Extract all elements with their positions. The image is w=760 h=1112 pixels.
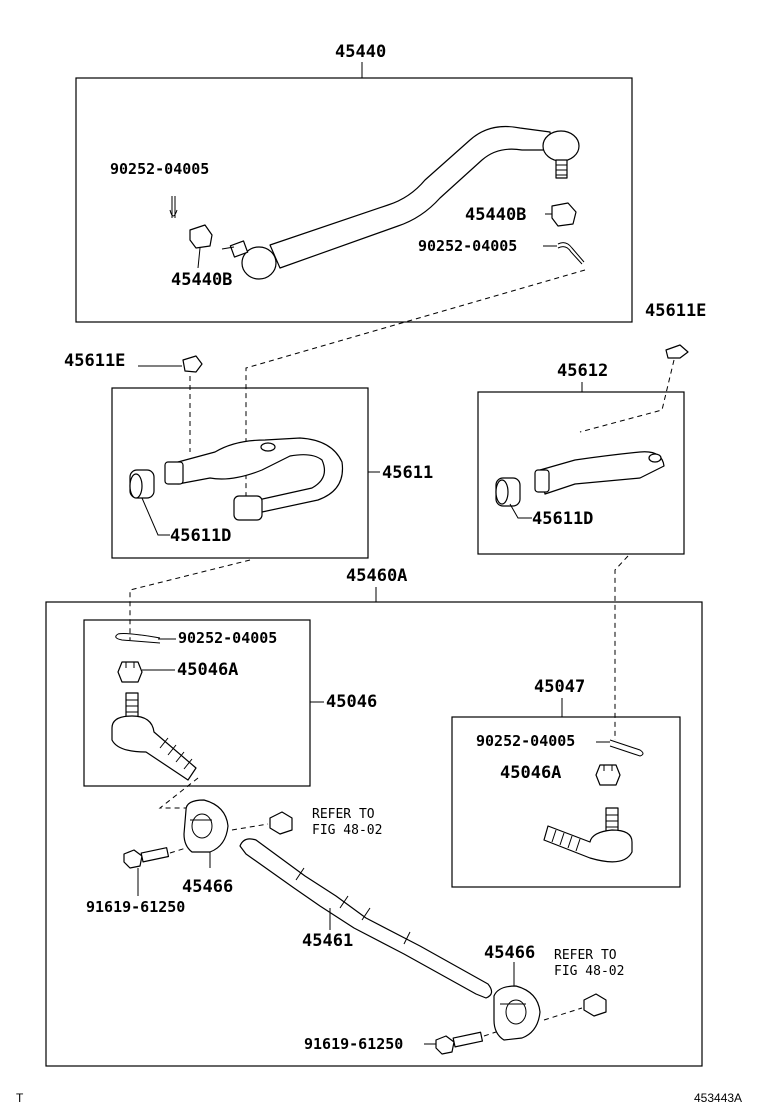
refer-left-line2: FIG 48-02 bbox=[312, 823, 382, 838]
tie-rod-end-left-box bbox=[83, 619, 311, 787]
tie-rod-end-right bbox=[543, 807, 633, 863]
castle-nut-icon bbox=[595, 764, 621, 786]
nut-icon bbox=[182, 355, 203, 373]
refer-right-line2: FIG 48-02 bbox=[554, 964, 624, 979]
arm-boot-left-label: 45611D bbox=[170, 526, 231, 546]
nut-icon bbox=[545, 202, 577, 227]
drag-link-left-ball-joint bbox=[241, 246, 277, 280]
arm-nut-right-label: 45611E bbox=[645, 301, 706, 321]
knuckle-arm-right-box bbox=[477, 391, 685, 555]
tie-rod-end-right-label: 45047 bbox=[534, 677, 585, 697]
arm-boot-right-label: 45611D bbox=[532, 509, 593, 529]
castle-nut-right-label: 45046A bbox=[500, 763, 561, 783]
knuckle-arm-right-body bbox=[539, 451, 665, 495]
knuckle-arm-left-group: 45611E 45611 45611D bbox=[64, 351, 433, 559]
cotter-pin-b-label: 90252-04005 bbox=[418, 237, 517, 255]
boot-icon bbox=[495, 477, 521, 507]
castle-nut-left-label: 45046A bbox=[177, 660, 238, 680]
tie-rod-tube-label: 45461 bbox=[302, 931, 353, 951]
nut-icon bbox=[665, 344, 689, 359]
tie-rod-assy-label: 45460A bbox=[346, 566, 407, 586]
cotter-pin-icon bbox=[169, 196, 178, 218]
nut-icon bbox=[583, 993, 607, 1017]
bolt-icon bbox=[123, 847, 187, 869]
cotter-pin-a-label: 90252-04005 bbox=[110, 160, 209, 178]
drag-link-box bbox=[75, 77, 633, 323]
refer-left-line1: REFER TO bbox=[312, 807, 375, 822]
drag-link-label: 45440 bbox=[335, 42, 386, 62]
nut-icon bbox=[269, 811, 293, 835]
bolt-left-label: 91619-61250 bbox=[86, 898, 185, 916]
knuckle-arm-left-box bbox=[111, 387, 369, 559]
nut-left-label: 45440B bbox=[171, 270, 232, 290]
tie-rod-end-left bbox=[111, 692, 197, 781]
refer-right-line1: REFER TO bbox=[554, 948, 617, 963]
figure-id: 453443A bbox=[694, 1091, 742, 1105]
bolt-right-label: 91619-61250 bbox=[304, 1035, 403, 1053]
clamp-left bbox=[183, 799, 229, 853]
tie-rod-end-left-label: 45046 bbox=[326, 692, 377, 712]
bolt-icon bbox=[435, 1031, 497, 1055]
drag-link-group: 45440 90252-04005 45440B 45440 bbox=[75, 42, 633, 323]
tie-rod-tube bbox=[239, 838, 493, 999]
tie-rod-assy-box bbox=[45, 601, 703, 1067]
footer-left-mark: T bbox=[16, 1091, 24, 1105]
arm-nut-left-label: 45611E bbox=[64, 351, 125, 371]
knuckle-arm-right-label: 45612 bbox=[557, 361, 608, 381]
boot-icon bbox=[129, 469, 155, 499]
cotter-pin-d-label: 90252-04005 bbox=[476, 732, 575, 750]
cotter-pin-icon bbox=[557, 242, 585, 265]
clamp-right-label: 45466 bbox=[484, 943, 535, 963]
drag-link-right-ball-joint bbox=[542, 130, 580, 162]
tie-rod-end-right-box bbox=[451, 716, 681, 888]
nut-icon bbox=[189, 224, 213, 269]
cotter-pin-c-label: 90252-04005 bbox=[178, 629, 277, 647]
cotter-pin-icon bbox=[609, 739, 644, 757]
clamp-left-label: 45466 bbox=[182, 877, 233, 897]
knuckle-arm-left-label: 45611 bbox=[382, 463, 433, 483]
clamp-right bbox=[493, 985, 541, 1041]
cotter-pin-icon bbox=[115, 633, 161, 644]
castle-nut-icon bbox=[117, 661, 143, 683]
tie-rod-assy-group: 45460A 45046 90252-04005 45046A bbox=[45, 566, 703, 1067]
nut-right-label: 45440B bbox=[465, 205, 526, 225]
knuckle-arm-right-group: 45611E 45612 45611D bbox=[477, 301, 706, 555]
